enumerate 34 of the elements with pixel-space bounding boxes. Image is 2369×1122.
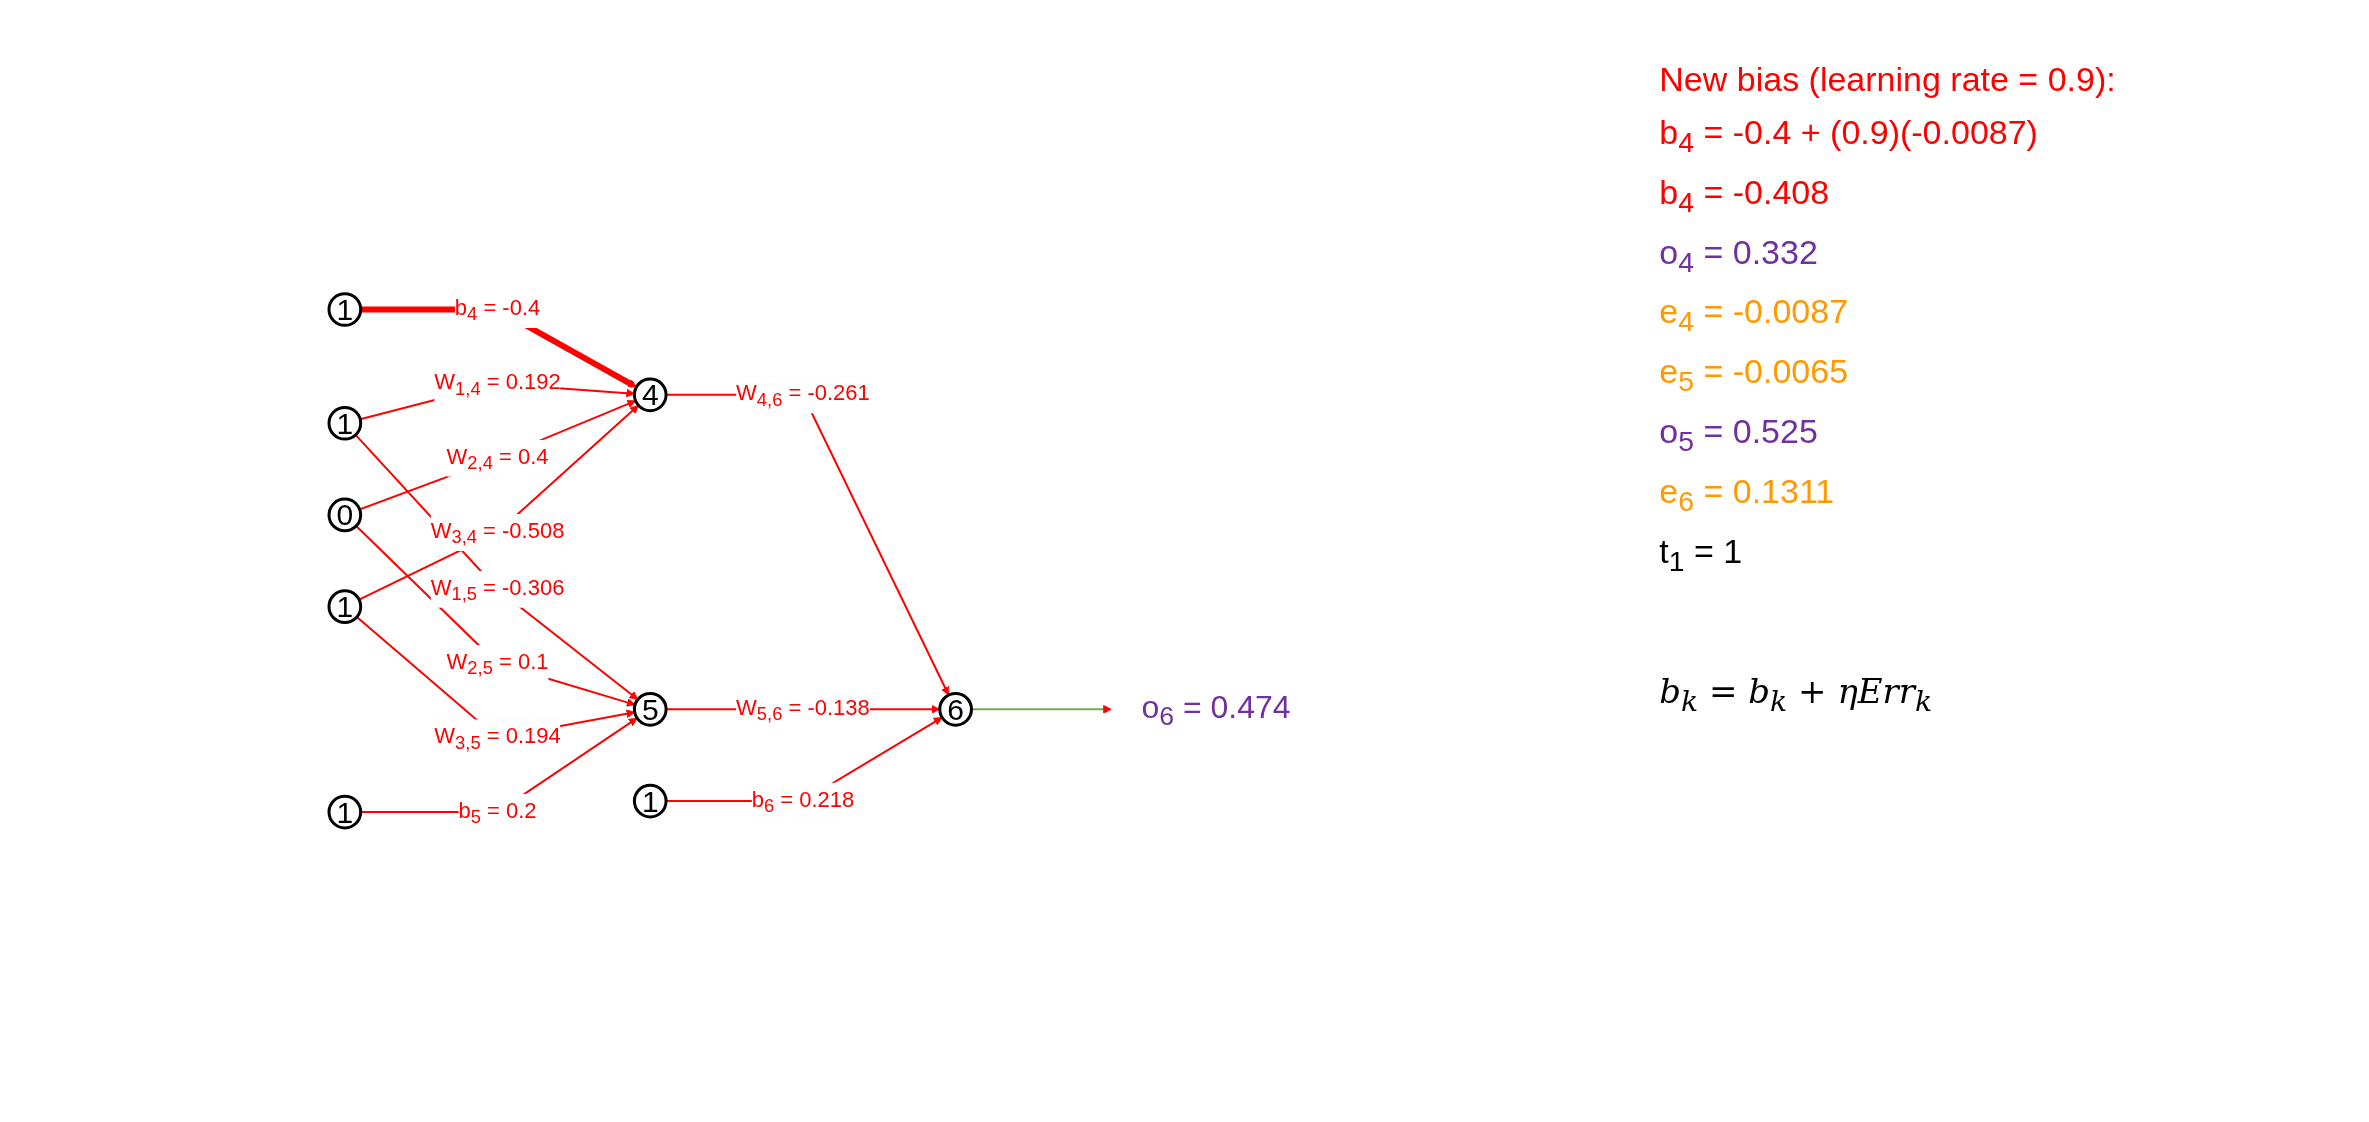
node-text: o$_{6}$ = 0.474 — [1141, 688, 1291, 732]
node-circle: 1 — [632, 783, 668, 819]
edge-label: W$_{3,5}$ = 0.194 — [434, 723, 561, 753]
node-circle: 6 — [938, 692, 973, 727]
node-circle: 1 — [327, 292, 362, 328]
edge-label: W$_{2,5}$ = 0.1 — [446, 649, 549, 679]
node-circle: 5 — [632, 692, 668, 727]
edge-label: W$_{4,6}$ = -0.261 — [735, 380, 870, 410]
edge-label: W$_{3,4}$ = -0.508 — [430, 518, 565, 548]
edge-label: W$_{1,5}$ = -0.306 — [430, 575, 565, 605]
note-heading: New bias (learning rate = 0.9): — [1659, 60, 2117, 99]
equation: b$_{4}$ = -0.4 + (0.9)(-0.0087) — [1659, 113, 2039, 159]
node-circle: 1 — [327, 589, 362, 625]
output-value: o$_{4}$ = 0.332 — [1659, 232, 1819, 279]
equation: b$_{4}$ = -0.408 — [1659, 172, 1831, 219]
edge-label: W$_{5,6}$ = -0.138 — [735, 695, 870, 725]
arrow — [970, 705, 1112, 714]
error-value: e$_{6}$ = 0.1311 — [1659, 471, 1836, 518]
edge-label: b$_{4}$ = -0.4 — [454, 295, 541, 325]
edge-label: W$_{1,4}$ = 0.192 — [434, 369, 561, 399]
error-value: e$_{5}$ = -0.0065 — [1659, 352, 1850, 398]
node-circle: 0 — [327, 497, 362, 533]
node-circle: 4 — [632, 377, 668, 413]
error-value: e$_{4}$ = -0.0087 — [1659, 292, 1850, 339]
formula: b$_{k}$ = b$_{k}$ + ηErr$_{k}$ — [1659, 671, 1934, 719]
edge-label: W$_{2,4}$ = 0.4 — [446, 443, 549, 474]
edge-label: b$_{6}$ = 0.218 — [751, 786, 855, 817]
node-circle: 1 — [327, 406, 362, 441]
arrow — [354, 434, 638, 701]
target-value: t$_{1}$ = 1 — [1659, 531, 1744, 578]
output-value: o$_{5}$ = 0.525 — [1659, 412, 1819, 458]
node-circle: 1 — [327, 794, 362, 830]
edge-label: b$_{5}$ = 0.2 — [458, 797, 537, 828]
arrow — [355, 525, 636, 707]
